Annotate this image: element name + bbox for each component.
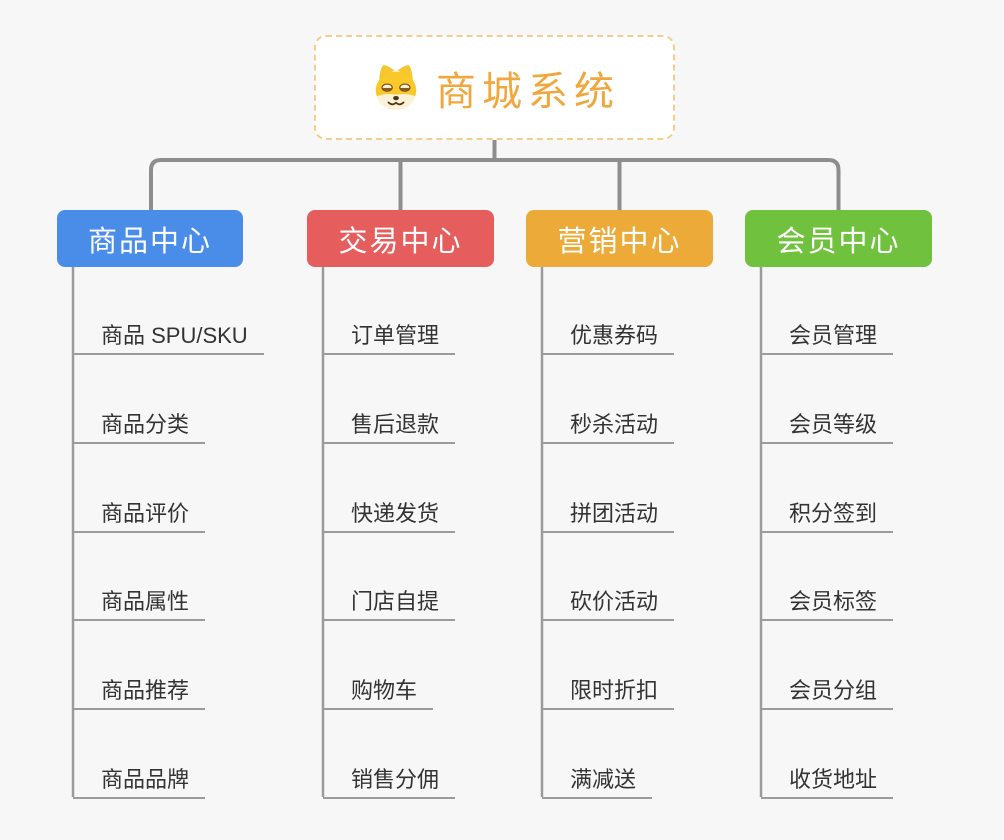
- branch-node-trade-center[interactable]: 交易中心: [307, 210, 494, 267]
- leaf-node[interactable]: 秒杀活动: [542, 408, 675, 444]
- leaf-node[interactable]: 会员标签: [761, 585, 894, 622]
- leaf-node[interactable]: 会员管理: [761, 319, 894, 355]
- leaf-node[interactable]: 商品分类: [73, 408, 206, 444]
- leaf-node[interactable]: 砍价活动: [542, 585, 675, 622]
- trade-center-leaves: 订单管理 售后退款 快递发货 门店自提 购物车 销售分佣: [323, 319, 456, 799]
- leaf-node[interactable]: 会员等级: [761, 408, 894, 444]
- member-center-leaves: 会员管理 会员等级 积分签到 会员标签 会员分组 收货地址: [761, 319, 894, 799]
- branch-node-product-center[interactable]: 商品中心: [57, 210, 243, 267]
- leaf-node[interactable]: 商品品牌: [73, 763, 206, 799]
- dog-face-icon: [369, 61, 423, 115]
- leaf-node[interactable]: 商品 SPU/SKU: [73, 319, 264, 355]
- leaf-node[interactable]: 门店自提: [323, 585, 456, 622]
- leaf-node[interactable]: 订单管理: [323, 319, 456, 355]
- root-node-title: 商城系统: [436, 69, 620, 114]
- root-node-mall-system[interactable]: 商城系统: [314, 35, 675, 140]
- leaf-node[interactable]: 购物车: [323, 674, 434, 711]
- leaf-node[interactable]: 快递发货: [323, 497, 456, 533]
- marketing-center-leaves: 优惠券码 秒杀活动 拼团活动 砍价活动 限时折扣 满减送: [542, 319, 675, 799]
- product-center-leaves: 商品 SPU/SKU 商品分类 商品评价 商品属性 商品推荐 商品品牌: [73, 319, 264, 799]
- leaf-node[interactable]: 商品推荐: [73, 674, 206, 711]
- leaf-node[interactable]: 拼团活动: [542, 497, 675, 533]
- branch-node-member-center[interactable]: 会员中心: [745, 210, 932, 267]
- leaf-node[interactable]: 商品属性: [73, 585, 206, 622]
- tree-connectors: [149, 140, 841, 211]
- leaf-node[interactable]: 收货地址: [761, 763, 894, 799]
- leaf-node[interactable]: 会员分组: [761, 674, 894, 711]
- branch-node-marketing-center[interactable]: 营销中心: [526, 210, 713, 267]
- leaf-node[interactable]: 满减送: [542, 763, 653, 799]
- leaf-node[interactable]: 销售分佣: [323, 763, 456, 799]
- leaf-node[interactable]: 积分签到: [761, 497, 894, 533]
- leaf-node[interactable]: 售后退款: [323, 408, 456, 444]
- leaf-node[interactable]: 优惠券码: [542, 319, 675, 355]
- leaf-node[interactable]: 限时折扣: [542, 674, 675, 711]
- leaf-node[interactable]: 商品评价: [73, 497, 206, 533]
